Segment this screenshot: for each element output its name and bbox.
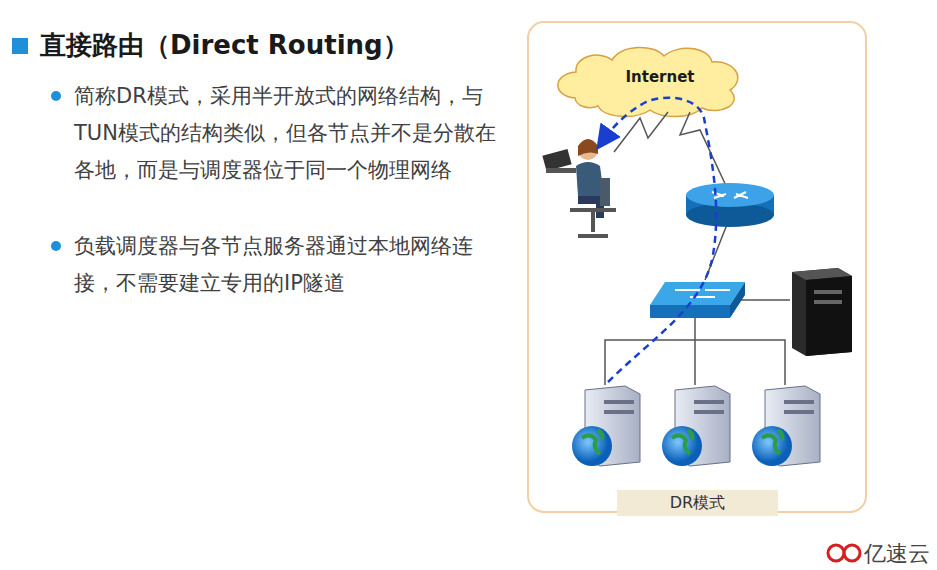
client-user [542,139,616,236]
switch [650,282,745,318]
web-server [572,386,640,466]
bullet-dot [51,241,61,251]
slide-title: 直接路由（Direct Routing） [40,28,409,63]
lan-link [694,340,696,385]
node-text: Internet [625,68,694,86]
node-text: DR模式 [670,493,725,514]
frame [528,22,866,512]
lan-link [740,299,790,301]
bullet-text: 负载调度器与各节点服务器通过本地网络连接，不需要建立专用的IP隧道 [74,228,502,302]
router [686,183,774,227]
internet-cloud [558,47,738,116]
lan-link [605,340,785,385]
caption-band: DR模式 [617,490,778,516]
bullet-text: 简称DR模式，采用半开放式的网络结构，与TUN模式的结构类似，但各节点并不是分散… [74,78,502,189]
bullet-dot [51,91,61,101]
response-path [602,98,716,382]
watermark: 亿速云 [864,539,930,569]
web-server [752,386,820,466]
title-square [12,38,28,54]
web-server [662,386,730,466]
cloud-label: Internet [610,66,710,88]
watermark-logo [828,545,860,561]
scheduler-server [792,268,852,356]
lan-link [694,318,696,340]
